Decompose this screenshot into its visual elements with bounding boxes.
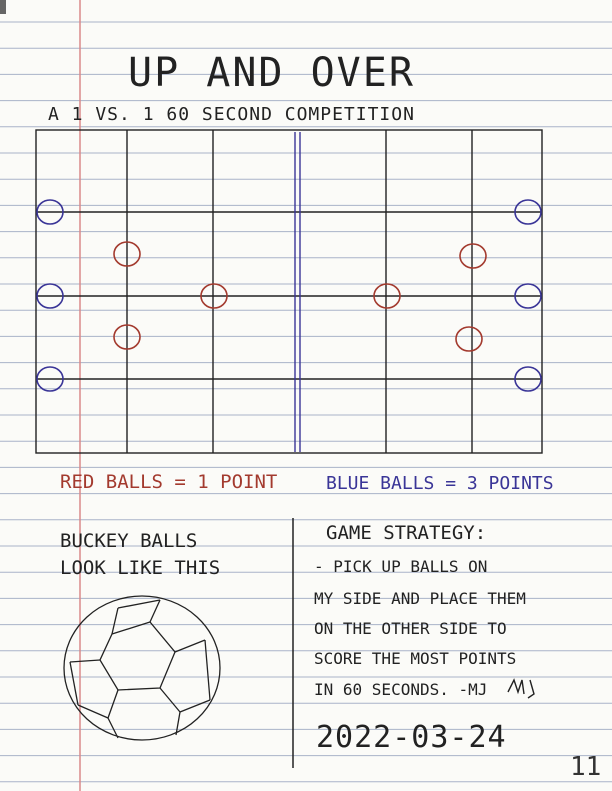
strategy-line: - Pick up balls on <box>314 557 488 576</box>
blue-ball-icon <box>36 283 64 309</box>
red-ball-icon <box>459 243 487 269</box>
blue-ball-icon <box>514 283 542 309</box>
ruled-lines <box>0 21 612 783</box>
entry-date: 2022-03-24 <box>316 720 507 755</box>
page-title: Up And Over <box>128 50 415 96</box>
blue-ball-icon <box>514 199 542 225</box>
court-border <box>35 129 543 454</box>
bucky-caption-line-1: Buckey balls <box>60 530 198 552</box>
center-barrier <box>294 132 301 452</box>
bucky-caption-line-2: look like this <box>60 557 221 579</box>
binding-mark <box>0 0 6 14</box>
court-diagram <box>35 129 543 454</box>
strategy-line: on the other side to <box>314 619 507 638</box>
blue-ball-icon <box>36 199 64 225</box>
blue-balls-points: Blue balls = 3 points <box>326 473 554 494</box>
strategy-line: my side and place them <box>314 589 526 608</box>
blue-ball-icon <box>514 366 542 392</box>
red-balls-points: Red balls = 1 point <box>60 471 278 493</box>
page-number: 11 <box>570 752 602 782</box>
buckyball-sketch-icon <box>63 595 221 741</box>
blue-ball-icon <box>36 366 64 392</box>
strategy-line: score the most points <box>314 649 517 668</box>
page-subtitle: A 1 vs. 1 60 second competition <box>48 104 415 125</box>
strategy-line: in 60 seconds. -MJ <box>314 680 488 699</box>
red-ball-icon <box>373 283 401 309</box>
balls <box>36 199 542 392</box>
red-ball-icon <box>455 326 483 352</box>
signature-icon <box>507 678 535 699</box>
red-ball-icon <box>200 283 228 309</box>
red-ball-icon <box>113 324 141 350</box>
strategy-heading: Game strategy: <box>326 522 487 544</box>
red-ball-icon <box>113 241 141 267</box>
